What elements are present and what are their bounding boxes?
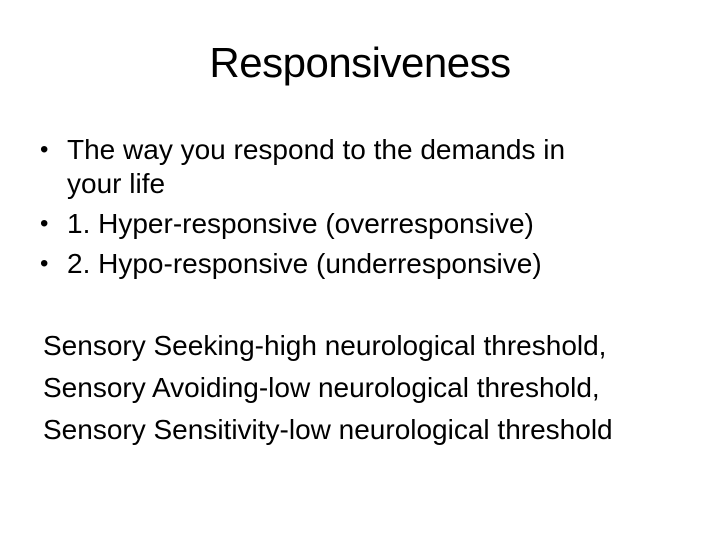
bullet-text: The way you respond to the demands in yo…	[67, 134, 566, 199]
bullet-icon: •	[40, 210, 49, 237]
threshold-lines: Sensory Seeking-high neurological thresh…	[43, 329, 690, 447]
slide-title: Responsiveness	[209, 39, 511, 86]
bullet-item: • The way you respond to the demands in …	[40, 133, 620, 201]
bullet-icon: •	[40, 136, 49, 163]
threshold-line: Sensory Sensitivity-low neurological thr…	[43, 414, 613, 445]
bullet-list: • The way you respond to the demands in …	[40, 133, 620, 281]
bullet-text: 1. Hyper-responsive (overresponsive)	[67, 208, 534, 239]
bullet-item: • 1. Hyper-responsive (overresponsive)	[40, 207, 620, 241]
threshold-line: Sensory Avoiding-low neurological thresh…	[43, 372, 600, 403]
slide-body: • The way you respond to the demands in …	[40, 133, 690, 447]
bullet-item: • 2. Hypo-responsive (underresponsive)	[40, 247, 620, 281]
bullet-icon: •	[40, 250, 49, 277]
threshold-line: Sensory Seeking-high neurological thresh…	[43, 330, 607, 361]
bullet-text: 2. Hypo-responsive (underresponsive)	[67, 248, 542, 279]
